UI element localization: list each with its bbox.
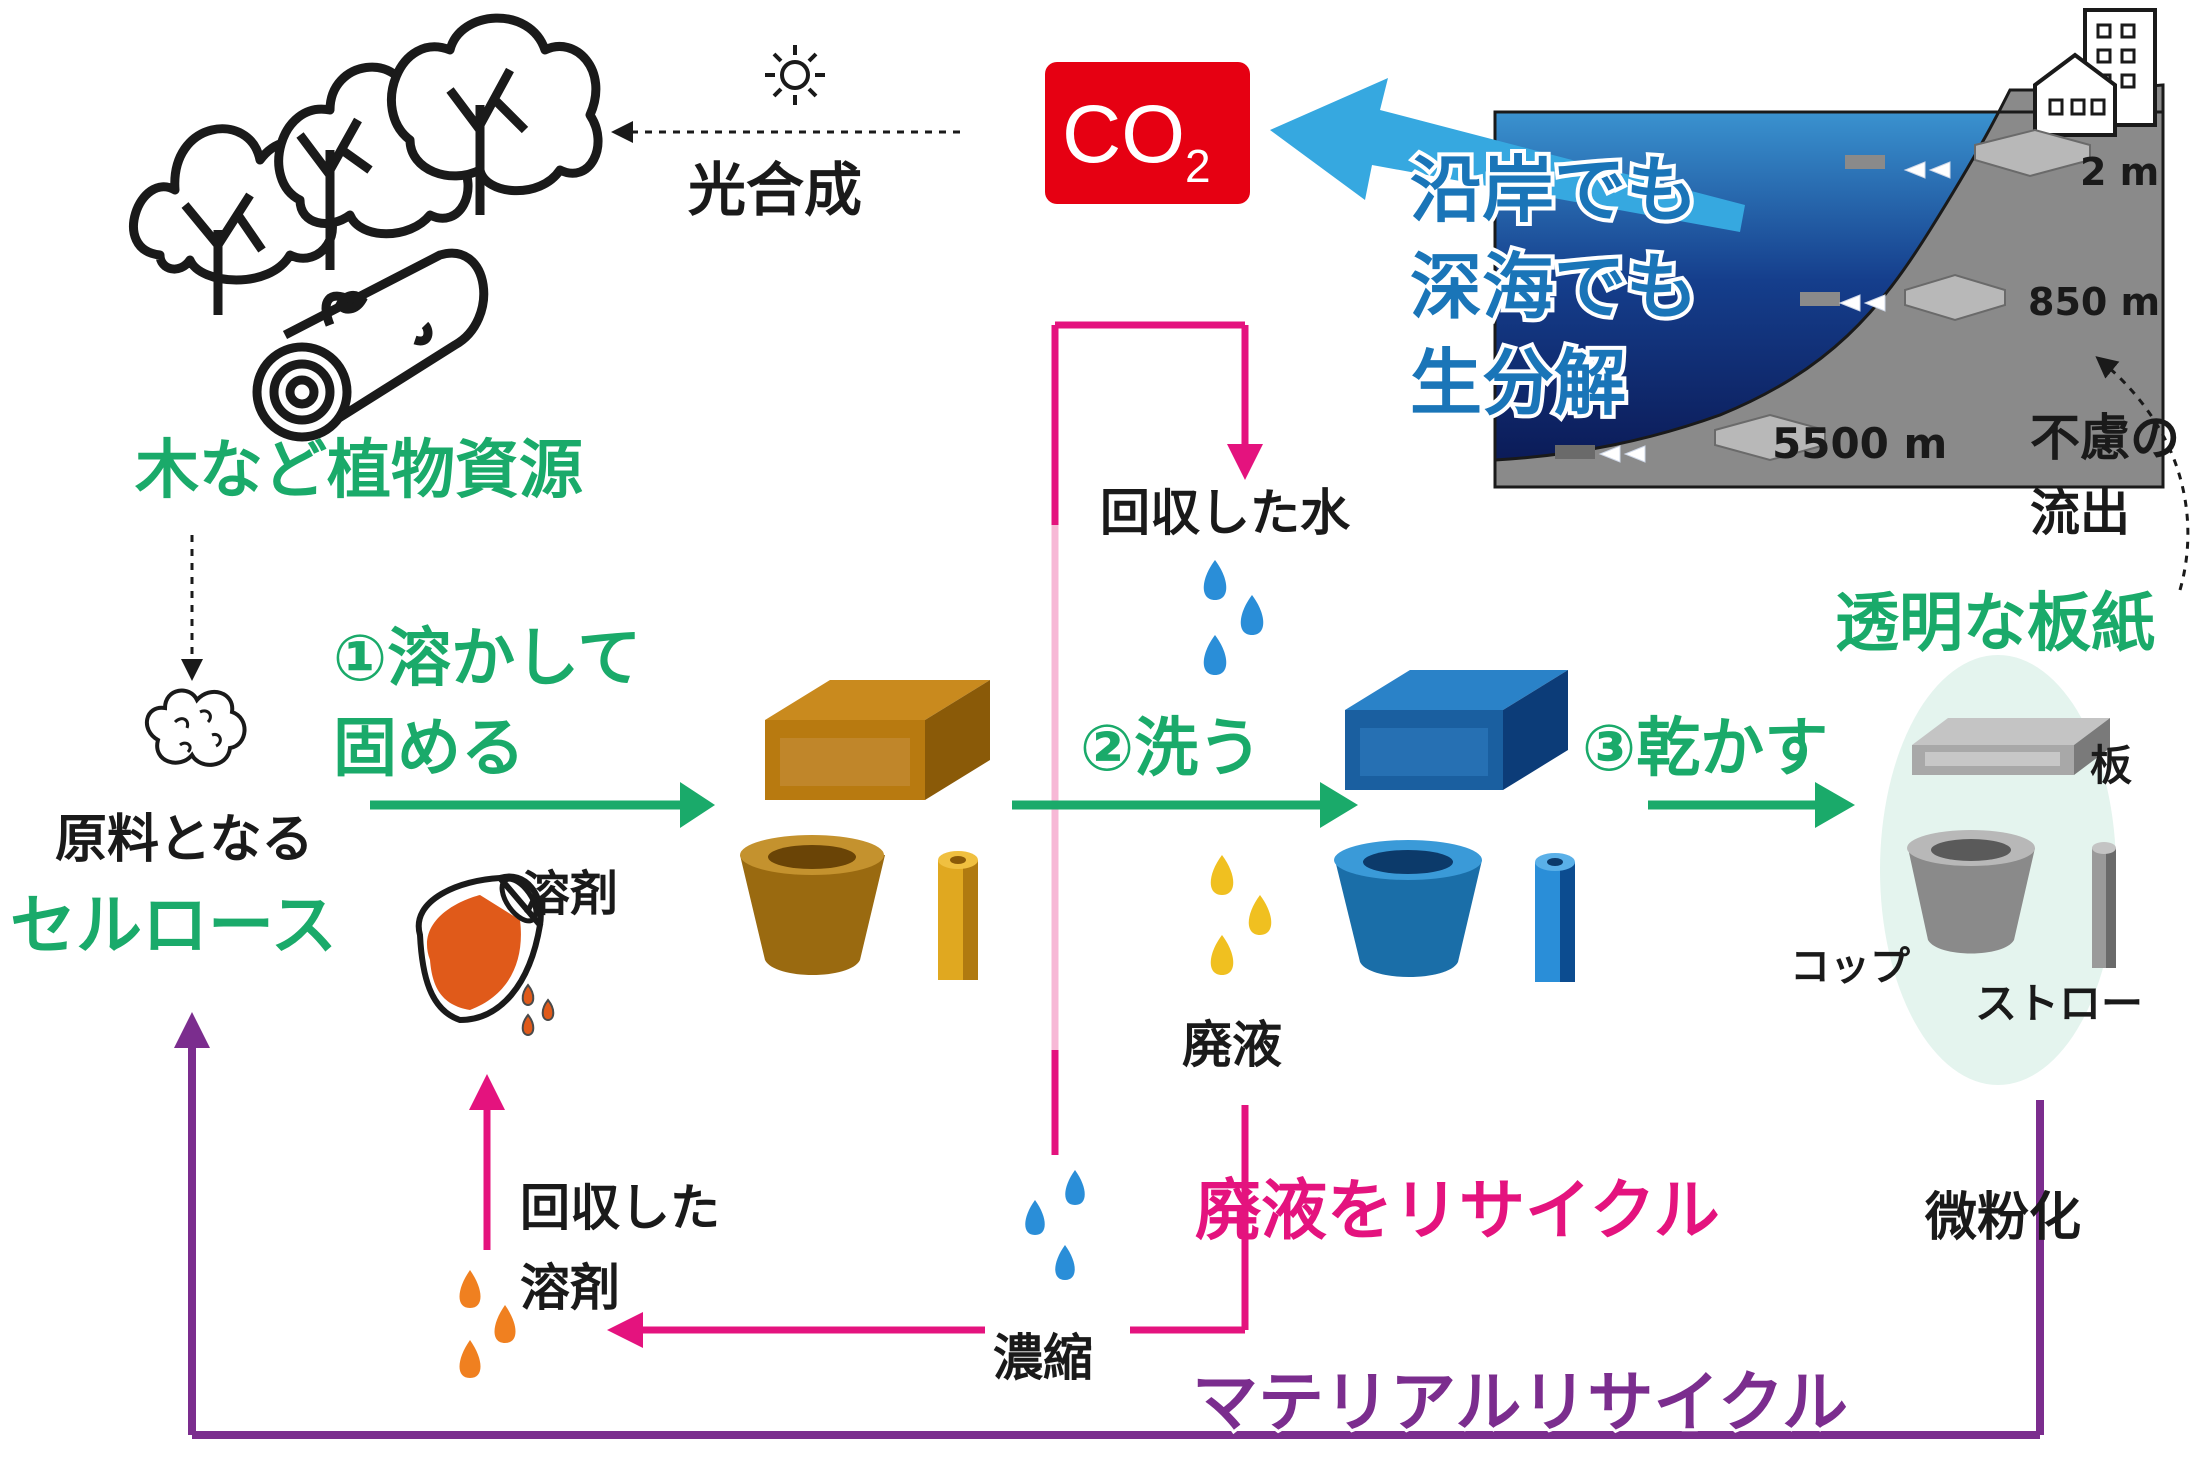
co2-release-arrow — [1270, 78, 1745, 232]
gray-straw — [2092, 842, 2116, 968]
waste-recycle-label: 廃液をリサイクル — [1195, 1172, 1720, 1249]
depth-850m: 850 m — [2028, 280, 2160, 324]
straw-label: ストロー — [1975, 979, 2143, 1028]
step2-label: ②洗う — [1080, 712, 1262, 786]
water-drops-icon — [1203, 560, 1264, 675]
concentrate-water-drops-icon — [1025, 1170, 1085, 1280]
co2-label: CO2 — [1062, 89, 1211, 192]
gray-cup — [1907, 830, 2035, 954]
brown-straw — [938, 851, 978, 980]
raw-material-line2: セルロース — [10, 887, 337, 964]
raw-material-line1: 原料となる — [55, 810, 313, 870]
recovered-solvent-line2: 溶剤 — [520, 1259, 620, 1317]
waste-liquid-label: 廃液 — [1182, 1016, 1282, 1074]
step3-label: ③乾かす — [1582, 712, 1828, 786]
biodeg-line3: 生分解 — [1410, 341, 1626, 425]
depth-5500m: 5500 m — [1772, 419, 1947, 468]
step1-line2: 固める — [333, 712, 525, 786]
blue-straw — [1535, 853, 1575, 982]
brown-block — [765, 680, 990, 800]
recovered-solvent-drops-icon — [459, 1270, 516, 1378]
solvent-beaker-icon — [415, 873, 544, 1024]
recovered-water-label: 回収した水 — [1100, 484, 1351, 542]
waste-drops-icon — [1210, 855, 1272, 975]
solvent-drops-icon — [521, 983, 555, 1037]
brown-cup — [740, 835, 885, 975]
photosynthesis-label: 光合成 — [688, 156, 862, 224]
accidental-arrow — [2095, 356, 2190, 591]
co2-box — [1045, 62, 1250, 204]
board-label: 板 — [2090, 741, 2132, 790]
tree-icon — [129, 13, 603, 315]
plant-resources-label: 木など植物資源 — [135, 434, 583, 508]
cup-label: コップ — [1790, 944, 1910, 990]
blue-cup — [1334, 840, 1482, 977]
log-icon — [252, 248, 489, 442]
solvent-label: 溶剤 — [522, 866, 618, 922]
material-recycle-label: マテリアルリサイクル — [1192, 1364, 1848, 1441]
step1-line1: ①溶かして — [333, 622, 641, 696]
recovered-solvent-line1: 回収した — [520, 1179, 720, 1237]
gray-board — [1912, 718, 2110, 775]
cellulose-icon — [144, 688, 247, 767]
accidental-line2: 流出 — [2030, 484, 2130, 542]
concentrate-label: 濃縮 — [993, 1329, 1093, 1387]
depth-2m: 2 m — [2080, 150, 2159, 194]
accidental-line1: 不慮の — [2030, 409, 2180, 467]
transparent-board-label: 透明な板紙 — [1835, 587, 2155, 661]
blue-block — [1345, 670, 1568, 790]
biodeg-line1: 沿岸でも — [1410, 148, 1698, 232]
biodeg-line2: 深海でも — [1410, 245, 1698, 329]
pulverize-label: 微粉化 — [1924, 1188, 2081, 1248]
sun-icon — [765, 45, 825, 105]
